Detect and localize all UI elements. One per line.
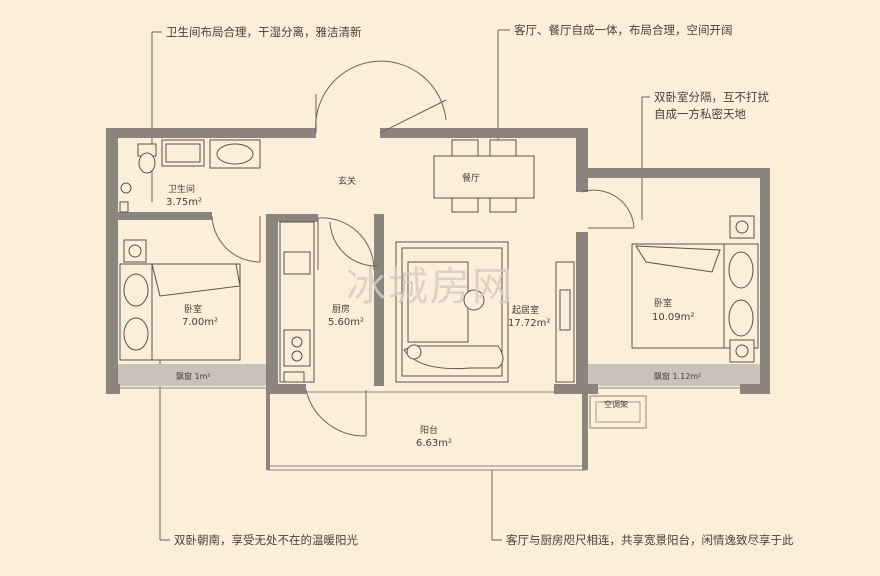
bathroom-fixtures <box>119 139 261 213</box>
coffee-table <box>407 261 469 343</box>
bed-left-pillow-2 <box>123 317 149 351</box>
entrance-door-leaf-2 <box>379 99 447 134</box>
sofa-cushion <box>403 345 504 370</box>
sofa-set <box>395 241 509 383</box>
ac-rack-inner <box>595 401 641 423</box>
room-dining-label: 餐厅 <box>462 172 480 184</box>
ac-rack <box>589 395 647 429</box>
kitchen-sink <box>283 251 311 275</box>
room-kitchen-area: 5.60m² <box>328 317 364 328</box>
room-bathroom-label: 卫生间 <box>168 183 195 195</box>
bed-right-pillow-2 <box>728 299 754 337</box>
south-note: 双卧朝南，享受无处不在的温暖阳光 <box>174 533 358 547</box>
doors <box>211 60 635 437</box>
stove-burner-2 <box>291 350 303 362</box>
tv-unit <box>555 261 575 383</box>
kitchen-cabinet <box>283 371 305 383</box>
balcony-door-arc <box>305 389 367 437</box>
floor-drain <box>120 182 132 194</box>
bedroom-right-door-arc <box>581 189 635 229</box>
lamp-right-bottom <box>735 344 749 358</box>
bedroom-note-line1: 双卧室分隔，互不打扰 <box>654 90 769 104</box>
bay-window-right <box>588 364 764 386</box>
dining-chair-2 <box>489 139 517 157</box>
dining-table <box>433 155 535 199</box>
room-balcony-label: 阳台 <box>420 424 438 436</box>
dining-chair-3 <box>451 197 479 213</box>
bed-left <box>119 239 241 361</box>
bathroom-note: 卫生间布局合理，干湿分离，雅洁清新 <box>166 25 362 39</box>
wall-bottom-left <box>106 384 120 394</box>
room-entrance-label: 玄关 <box>338 175 356 187</box>
wall-left <box>106 128 118 388</box>
lamp-left <box>128 244 142 258</box>
bed-left-blanket <box>151 263 241 297</box>
bay-window-left <box>118 364 268 386</box>
wall-bathroom-bottom <box>118 212 212 220</box>
wall-top-left <box>106 128 316 138</box>
ac-rack-label: 空调架 <box>604 399 628 409</box>
balcony-note: 客厅与厨房咫尺相连，共享宽景阳台，闲情逸致尽享于此 <box>506 533 794 547</box>
wall-kitchen-right <box>374 214 384 386</box>
wall-bedroom-right-top <box>588 168 770 178</box>
side-table <box>463 289 485 311</box>
room-bedroom-right-area: 10.09m² <box>652 312 694 323</box>
wall-balcony-left <box>266 392 270 470</box>
wall-living-right-upper <box>576 128 588 192</box>
room-balcony-area: 6.63m² <box>416 438 452 449</box>
kitchen-fixtures <box>279 221 315 383</box>
wall-kitchen-left <box>266 214 278 392</box>
wall-kitchen-top <box>266 214 318 222</box>
walls <box>106 128 770 470</box>
bathroom-door-arc <box>211 215 261 263</box>
tv-screen <box>559 289 571 331</box>
wall-living-right-lower <box>576 232 588 392</box>
bedroom-note-line2: 自成一方私密天地 <box>654 107 746 121</box>
hall-door-arc <box>329 221 379 267</box>
room-living-area: 17.72m² <box>508 318 550 329</box>
room-living-label: 起居室 <box>512 304 539 316</box>
bed-right-pillow-1 <box>728 251 754 289</box>
dining-chair-4 <box>489 197 517 213</box>
wall-bedroom-right-side <box>760 168 770 394</box>
wall-balcony-right <box>582 392 588 470</box>
room-bedroom-right-label: 卧室 <box>654 297 672 309</box>
wall-top-middle <box>380 128 588 138</box>
bathtub-basin <box>216 143 254 165</box>
shower-tray-inner <box>165 143 201 163</box>
stove-burner-1 <box>291 336 303 348</box>
balcony-floor <box>267 391 587 471</box>
lamp-right-top <box>735 220 749 234</box>
room-bathroom-area: 3.75m² <box>166 197 202 208</box>
bay-window-right-label: 飘窗 1.12m² <box>654 371 701 381</box>
bathroom-shelf <box>119 201 129 213</box>
room-kitchen-label: 厨房 <box>332 303 350 315</box>
bay-window-left-label: 飘窗 1m² <box>176 371 211 381</box>
room-bedroom-left-label: 卧室 <box>184 303 202 315</box>
bed-right-blanket <box>635 245 721 273</box>
room-bedroom-left-area: 7.00m² <box>182 317 218 328</box>
wall-bedroom-right-bottom-r <box>740 384 770 394</box>
kitchen-door-arc <box>317 217 375 271</box>
entrance-door-arc <box>315 60 447 134</box>
dining-chair-1 <box>451 139 479 157</box>
living-note: 客厅、餐厅自成一体，布局合理，空间开阔 <box>514 23 733 37</box>
wall-kitchen-bottom <box>266 384 306 394</box>
toilet-bowl <box>138 152 156 174</box>
wall-bedroom-right-bottom-l <box>554 384 598 394</box>
dining-set <box>433 139 535 213</box>
watermark-text: 冰城房网 <box>346 264 514 310</box>
bed-left-pillow-1 <box>123 273 149 307</box>
bed-right <box>631 215 759 363</box>
sofa-pillow <box>406 344 422 360</box>
